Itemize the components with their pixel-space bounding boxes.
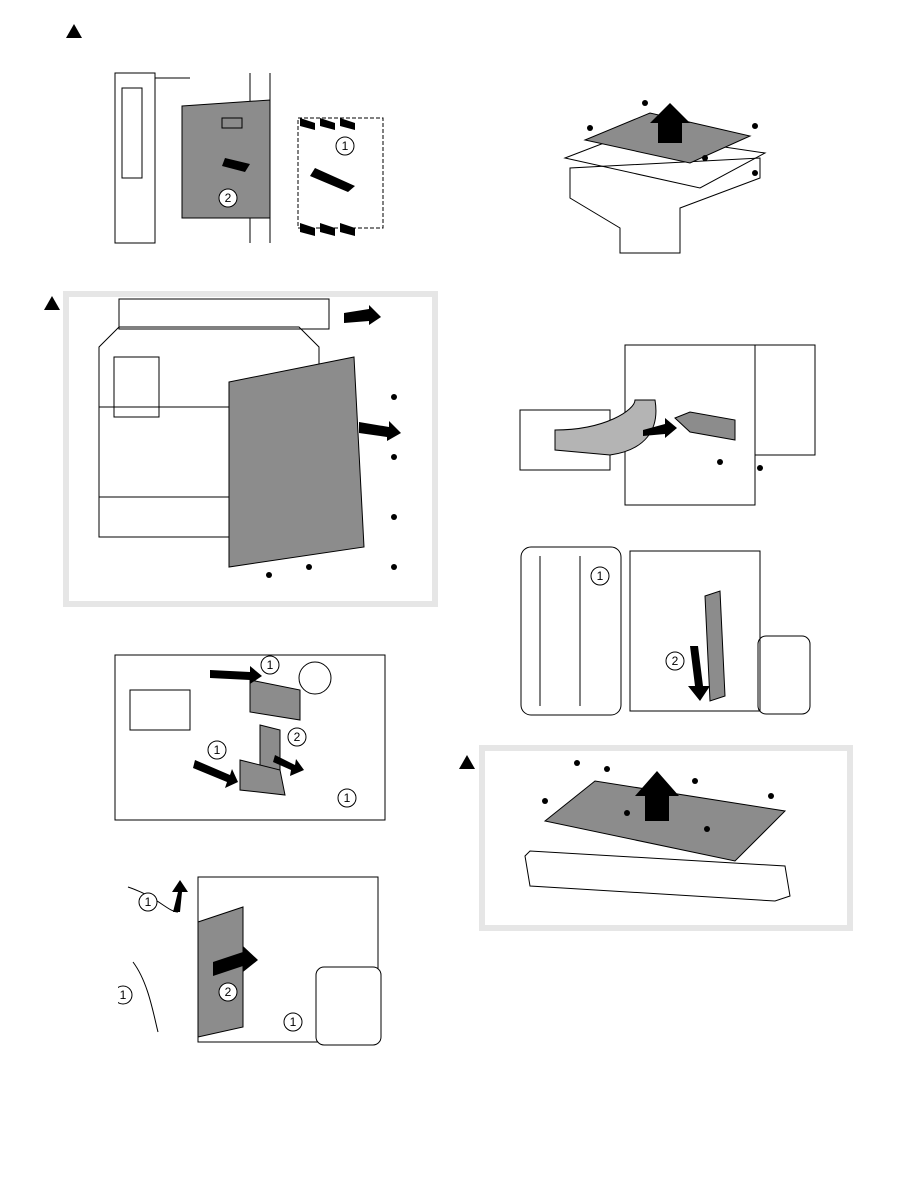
figure-rear-cover-removal: 2 1 <box>110 68 390 248</box>
arrow-icon <box>193 760 238 788</box>
screw-icon <box>717 459 763 471</box>
arrow-icon <box>359 421 401 441</box>
warning-triangle-icon <box>66 24 82 38</box>
figure-pwb-unit-removal: 1 1 2 1 <box>118 872 390 1047</box>
figure-fan-duct-removal: 1 1 2 1 <box>110 650 390 822</box>
warning-triangle-icon <box>459 755 475 769</box>
svg-text:2: 2 <box>672 654 679 668</box>
arrow-icon <box>310 168 355 192</box>
svg-text:1: 1 <box>344 791 351 805</box>
figure-connector-bracket <box>515 340 820 510</box>
warning-triangle-icon <box>44 296 60 310</box>
svg-text:2: 2 <box>294 730 301 744</box>
svg-text:1: 1 <box>145 895 152 909</box>
svg-text:2: 2 <box>225 191 232 205</box>
figure-frame-board-bracket <box>479 745 853 931</box>
arrow-icon <box>344 305 381 325</box>
arrow-icon <box>688 646 710 701</box>
figure-control-board-removal <box>560 98 770 258</box>
svg-text:1: 1 <box>214 743 221 757</box>
arrow-icon <box>172 880 188 912</box>
svg-text:2: 2 <box>225 985 232 999</box>
svg-text:1: 1 <box>267 658 274 672</box>
svg-text:1: 1 <box>290 1015 297 1029</box>
svg-text:1: 1 <box>120 988 127 1002</box>
svg-text:1: 1 <box>342 139 349 153</box>
figure-board-with-inset: 1 2 <box>520 546 815 716</box>
svg-text:1: 1 <box>597 569 604 583</box>
figure-frame-rear-panel <box>63 291 438 607</box>
